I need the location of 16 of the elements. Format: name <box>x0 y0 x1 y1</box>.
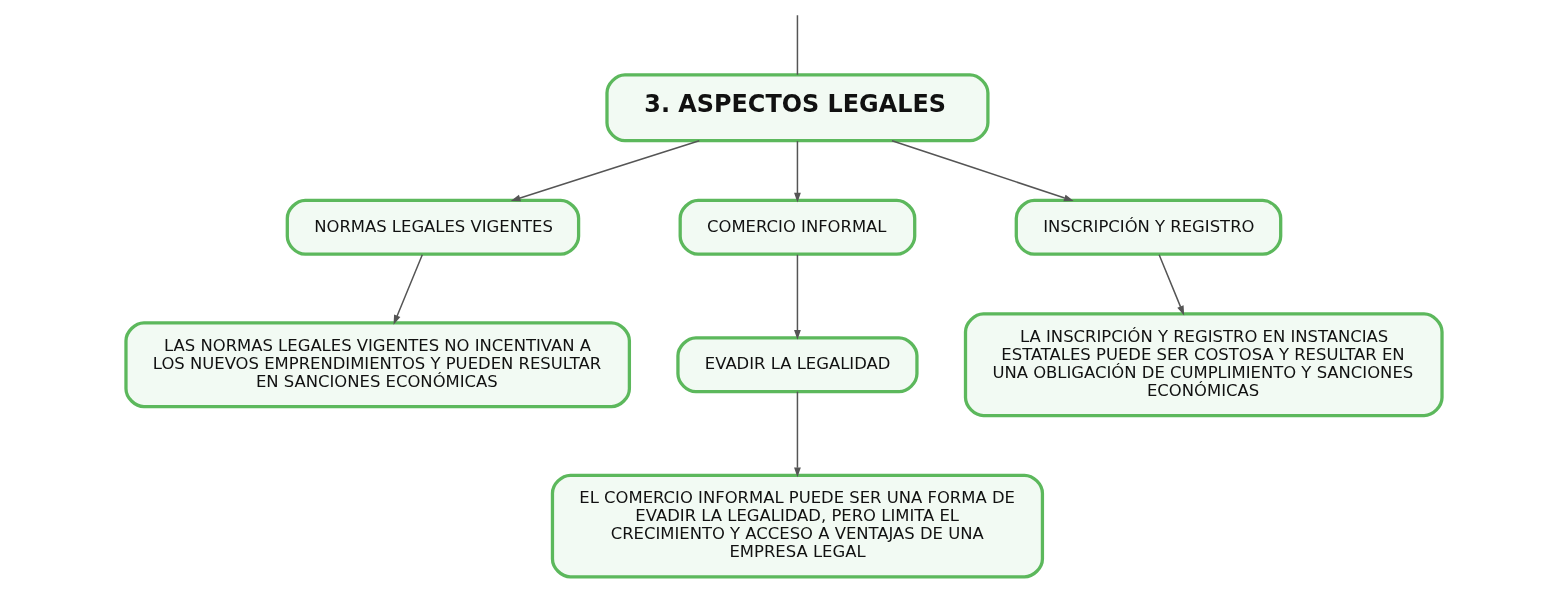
connector <box>796 14 798 76</box>
node-box: 3. ASPECTOS LEGALES <box>604 73 990 143</box>
arrow <box>793 140 801 203</box>
arrow <box>890 139 1074 202</box>
node-box: NORMAS LEGALES VIGENTES <box>285 198 580 256</box>
node-box: LAS NORMAS LEGALES VIGENTES NO INCENTIVAN A LOS NUEVOS EMPRENDIMIENTOS Y PUEDEN RESULTAR EN SANCIONES ECONÓMICAS <box>123 321 631 409</box>
arrow <box>510 139 700 202</box>
arrow <box>793 254 801 340</box>
arrow <box>393 254 423 325</box>
node-box: EVADIR LA LEGALIDAD <box>675 336 919 394</box>
node-box: EL COMERCIO INFORMAL PUEDE SER UNA FORMA DE EVADIR LA LEGALIDAD, PERO LIMITA EL CRECIMIENTO Y ACCESO A VENTAJAS DE UNA EMPRESA LEGAL <box>550 473 1044 579</box>
node-box: INSCRIPCIÓN Y REGISTRO <box>1014 198 1282 256</box>
arrow <box>1157 254 1184 316</box>
node-box: COMERCIO INFORMAL <box>678 198 916 256</box>
node-box: LA INSCRIPCIÓN Y REGISTRO EN INSTANCIAS ESTATALES PUEDE SER COSTOSA Y RESULTAR EN UNA OBLIGACIÓN DE CUMPLIMIENTO Y SANCIONES ECONÓMICAS <box>963 312 1444 418</box>
arrow <box>793 390 801 478</box>
